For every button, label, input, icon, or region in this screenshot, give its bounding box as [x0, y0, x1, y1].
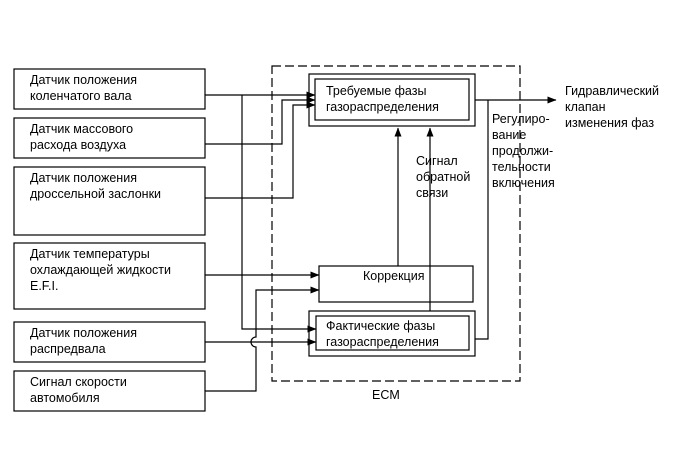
sensor-crankshaft-line2: коленчатого вала	[30, 89, 132, 103]
actual-timing-line2: газораспределения	[326, 335, 439, 349]
output-label-line1: Гидравлический	[565, 84, 659, 98]
feedback-label-line1: Сигнал	[416, 154, 458, 168]
sensor-coolant-line2: охлаждающей жидкости	[30, 263, 171, 277]
sensor-coolant-line1: Датчик температуры	[30, 247, 150, 261]
sensor-coolant-line3: E.F.I.	[30, 279, 58, 293]
sensor-throttle-line2: дроссельной заслонки	[30, 187, 161, 201]
correction-label: Коррекция	[363, 269, 424, 283]
actual-timing-block	[308, 310, 476, 357]
duty-label-line4: тельности	[492, 160, 551, 174]
target-timing-line1: Требуемые фазы	[326, 84, 426, 98]
sensor-camshaft-line2: распредвала	[30, 342, 106, 356]
feedback-label-line3: связи	[416, 186, 448, 200]
feedback-label-line2: обратной	[416, 170, 470, 184]
sensor-box-crankshaft	[13, 68, 206, 110]
sensor-throttle-line1: Датчик положения	[30, 171, 137, 185]
ecm-label: ECM	[372, 388, 400, 402]
ecm-boundary	[271, 65, 521, 382]
duty-label-line3: продолжи-	[492, 144, 553, 158]
sensor-maf-line2: расхода воздуха	[30, 138, 126, 152]
duty-label-line1: Регулиро-	[492, 112, 550, 126]
connection-lines	[205, 91, 557, 392]
sensor-box-coolant	[13, 242, 206, 310]
sensor-box-maf	[13, 117, 206, 159]
output-label-line2: клапан	[565, 100, 606, 114]
sensor-camshaft-line1: Датчик положения	[30, 326, 137, 340]
sensor-box-speed	[13, 370, 206, 412]
correction-block	[318, 265, 474, 303]
sensor-maf-line1: Датчик массового	[30, 122, 133, 136]
sensor-box-throttle	[13, 166, 206, 236]
actual-timing-line1: Фактические фазы	[326, 319, 435, 333]
target-timing-line2: газораспределения	[326, 100, 439, 114]
output-label-line3: изменения фаз	[565, 116, 654, 130]
duty-label-line5: включения	[492, 176, 555, 190]
sensor-speed-line2: автомобиля	[30, 391, 100, 405]
sensor-speed-line1: Сигнал скорости	[30, 375, 127, 389]
target-timing-block	[308, 73, 476, 127]
duty-label-line2: вание	[492, 128, 526, 142]
sensor-crankshaft-line1: Датчик положения	[30, 73, 137, 87]
